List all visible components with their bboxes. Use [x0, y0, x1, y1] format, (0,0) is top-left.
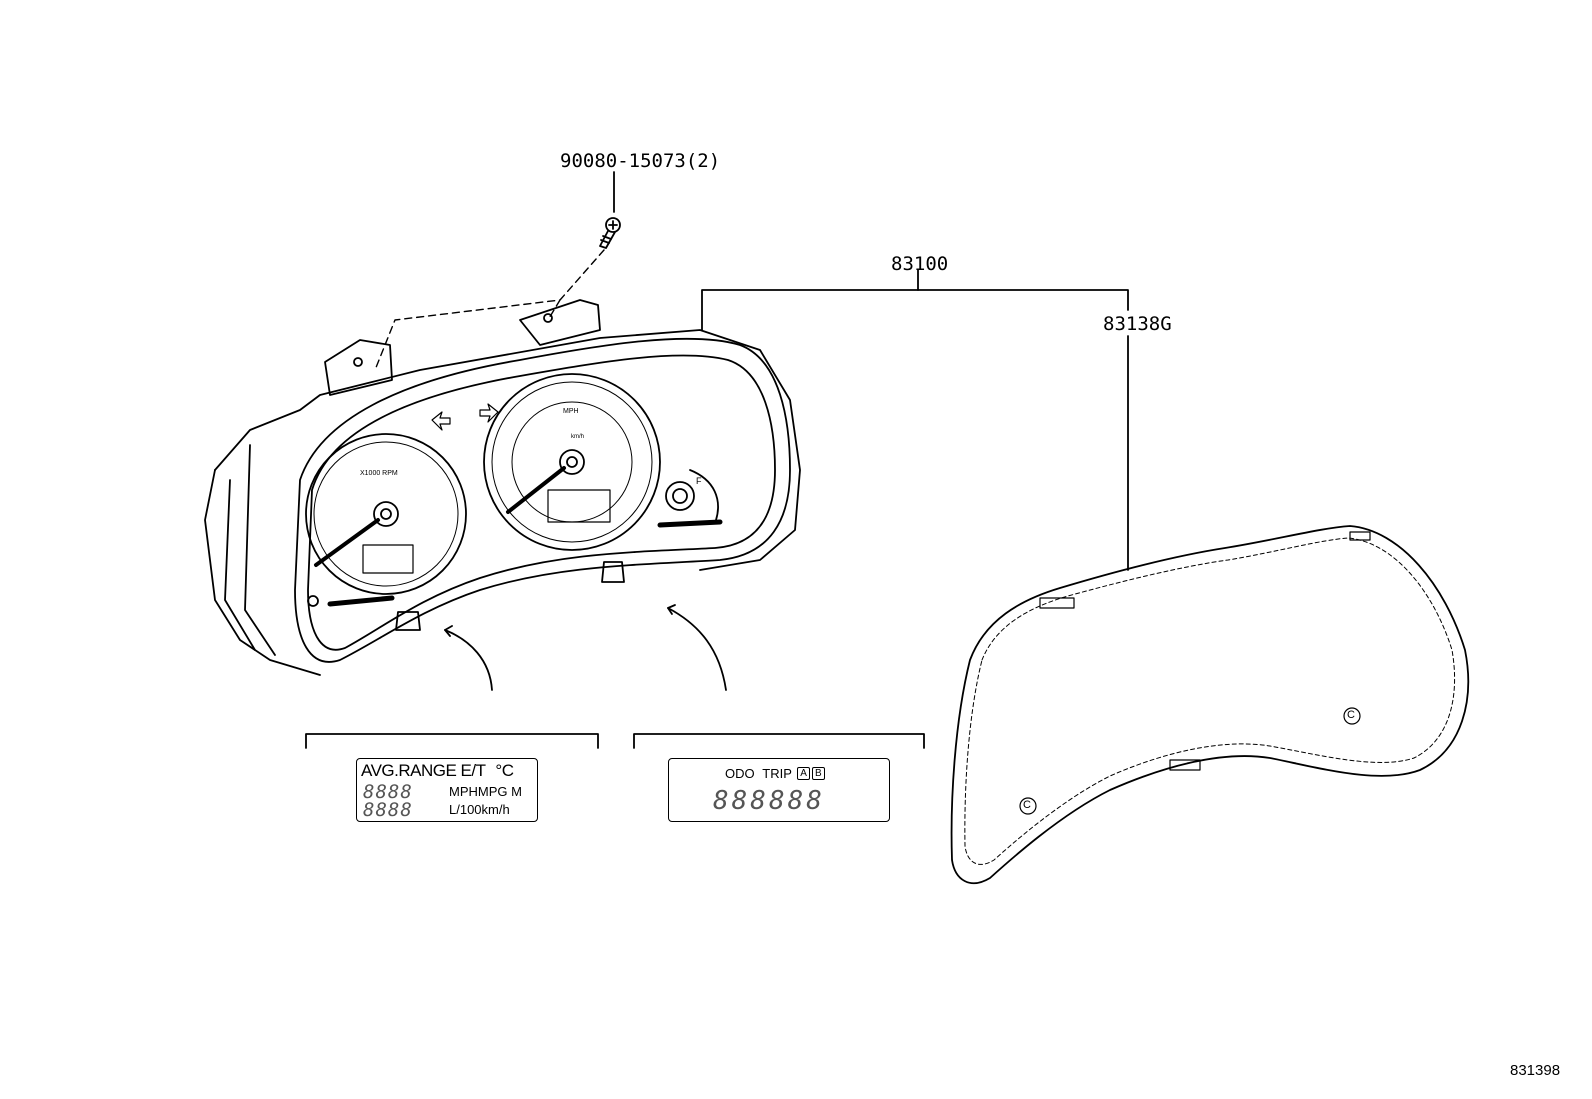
temp-unit-label: °C	[495, 761, 514, 780]
cluster-assembly	[204, 299, 801, 676]
screw-icon	[599, 217, 621, 249]
avg-range-label: AVG.RANGE E/T	[361, 761, 486, 780]
pointer-arrows	[444, 604, 727, 691]
left-display-row2-units: L/100km/h	[449, 802, 510, 817]
callout-bolt: 90080-15073(2)	[560, 150, 721, 172]
left-display-line1: AVG.RANGE E/T °C	[361, 761, 514, 781]
tach-label: X1000 RPM	[360, 470, 398, 477]
left-display-row1-digits: 8888	[363, 781, 413, 803]
odo-label: ODO	[725, 766, 755, 781]
callout-lens: 83138G	[1103, 313, 1172, 335]
speedo-label: MPH	[563, 408, 579, 415]
cluster-lens	[950, 525, 1470, 884]
odometer-digits: 888888	[713, 786, 825, 816]
lens-mark-c2: C	[1023, 799, 1031, 811]
callout-assembly: 83100	[891, 253, 949, 275]
left-display-row1-units: MPHMPG M	[449, 784, 522, 799]
left-display-row2-digits: 8888	[363, 799, 413, 821]
fuel-label: F	[696, 476, 702, 486]
trip-label: TRIP	[762, 766, 792, 781]
trip-b-badge: B	[811, 767, 825, 780]
right-display-bracket	[633, 733, 925, 749]
leader-lines	[613, 171, 1129, 571]
figure-id: 831398	[1510, 1062, 1561, 1079]
trip-a-badge: A	[797, 767, 810, 780]
lens-mark-c1: C	[1347, 709, 1355, 721]
speedo-sub-label: km/h	[571, 434, 585, 440]
left-display-panel: AVG.RANGE E/T °C 8888 MPHMPG M 8888 L/10…	[356, 758, 538, 822]
left-display-bracket	[305, 733, 599, 749]
